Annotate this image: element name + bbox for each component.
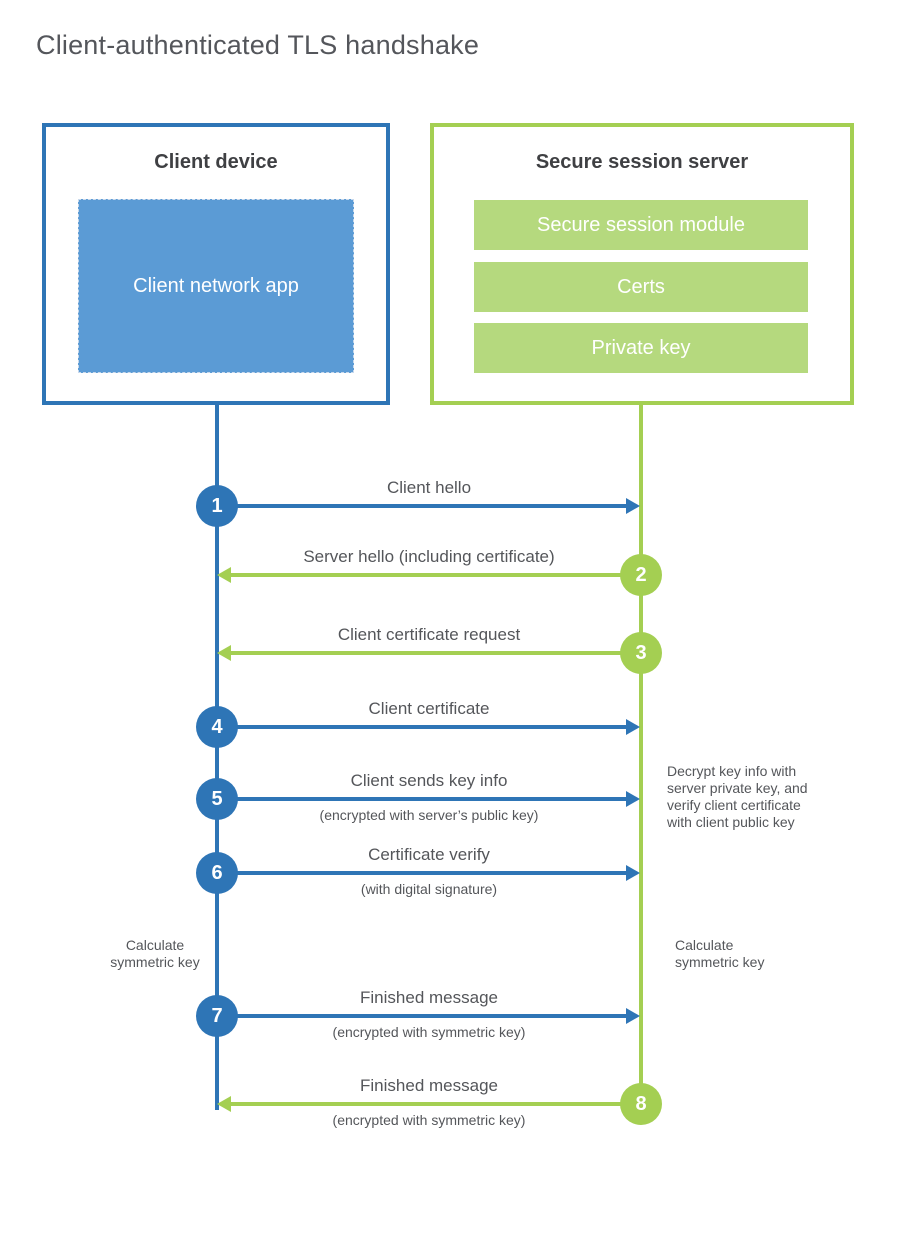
arrow-line bbox=[217, 871, 626, 875]
server-lifeline bbox=[639, 405, 643, 1104]
message-sublabel: (encrypted with server’s public key) bbox=[319, 807, 539, 823]
arrowhead-right-icon bbox=[626, 865, 640, 881]
arrowhead-left-icon bbox=[217, 645, 231, 661]
message-label: Client sends key info bbox=[350, 771, 508, 790]
arrowhead-right-icon bbox=[626, 1008, 640, 1024]
decrypt-key-note: Decrypt key info with server private key… bbox=[667, 763, 808, 830]
client-device-box: Client device Client network app bbox=[42, 123, 390, 405]
step-number-badge: 2 bbox=[620, 554, 662, 596]
server-box: Secure session server Secure session mod… bbox=[430, 123, 854, 405]
message-sublabel: (encrypted with symmetric key) bbox=[332, 1024, 526, 1040]
message-sublabel: (with digital signature) bbox=[360, 881, 498, 897]
step-number-badge: 4 bbox=[196, 706, 238, 748]
arrow-line bbox=[217, 797, 626, 801]
arrowhead-right-icon bbox=[626, 791, 640, 807]
message-label: Client certificate request bbox=[337, 625, 521, 644]
arrow-line bbox=[231, 1102, 641, 1106]
step-number-badge: 8 bbox=[620, 1083, 662, 1125]
page-title: Client-authenticated TLS handshake bbox=[36, 30, 480, 60]
step-number-badge: 5 bbox=[196, 778, 238, 820]
step-number-badge: 7 bbox=[196, 995, 238, 1037]
message-label: Server hello (including certificate) bbox=[303, 547, 555, 566]
arrow-line bbox=[231, 651, 641, 655]
arrow-line bbox=[217, 725, 626, 729]
arrowhead-right-icon bbox=[626, 719, 640, 735]
message-label: Client hello bbox=[386, 478, 472, 497]
server-module-certs: Certs bbox=[474, 262, 808, 312]
arrow-line bbox=[217, 504, 626, 508]
message-label: Finished message bbox=[360, 988, 498, 1007]
step-number-badge: 1 bbox=[196, 485, 238, 527]
client-network-app-box: Client network app bbox=[78, 199, 354, 373]
arrowhead-right-icon bbox=[626, 498, 640, 514]
message-sublabel: (encrypted with symmetric key) bbox=[332, 1112, 526, 1128]
server-module-secure-session: Secure session module bbox=[474, 200, 808, 250]
step-number-badge: 6 bbox=[196, 852, 238, 894]
calculate-symmetric-key-server-note: Calculate symmetric key bbox=[675, 937, 765, 970]
arrow-line bbox=[231, 573, 641, 577]
server-box-title: Secure session server bbox=[535, 151, 749, 173]
calculate-symmetric-key-client-note: Calculate symmetric key bbox=[110, 937, 200, 970]
step-number-badge: 3 bbox=[620, 632, 662, 674]
arrowhead-left-icon bbox=[217, 567, 231, 583]
message-label: Finished message bbox=[360, 1076, 498, 1095]
message-label: Client certificate bbox=[368, 699, 490, 718]
arrow-line bbox=[217, 1014, 626, 1018]
server-module-private-key: Private key bbox=[474, 323, 808, 373]
message-label: Certificate verify bbox=[368, 845, 490, 864]
client-lifeline bbox=[215, 405, 219, 1110]
client-device-title: Client device bbox=[154, 151, 278, 173]
arrowhead-left-icon bbox=[217, 1096, 231, 1112]
